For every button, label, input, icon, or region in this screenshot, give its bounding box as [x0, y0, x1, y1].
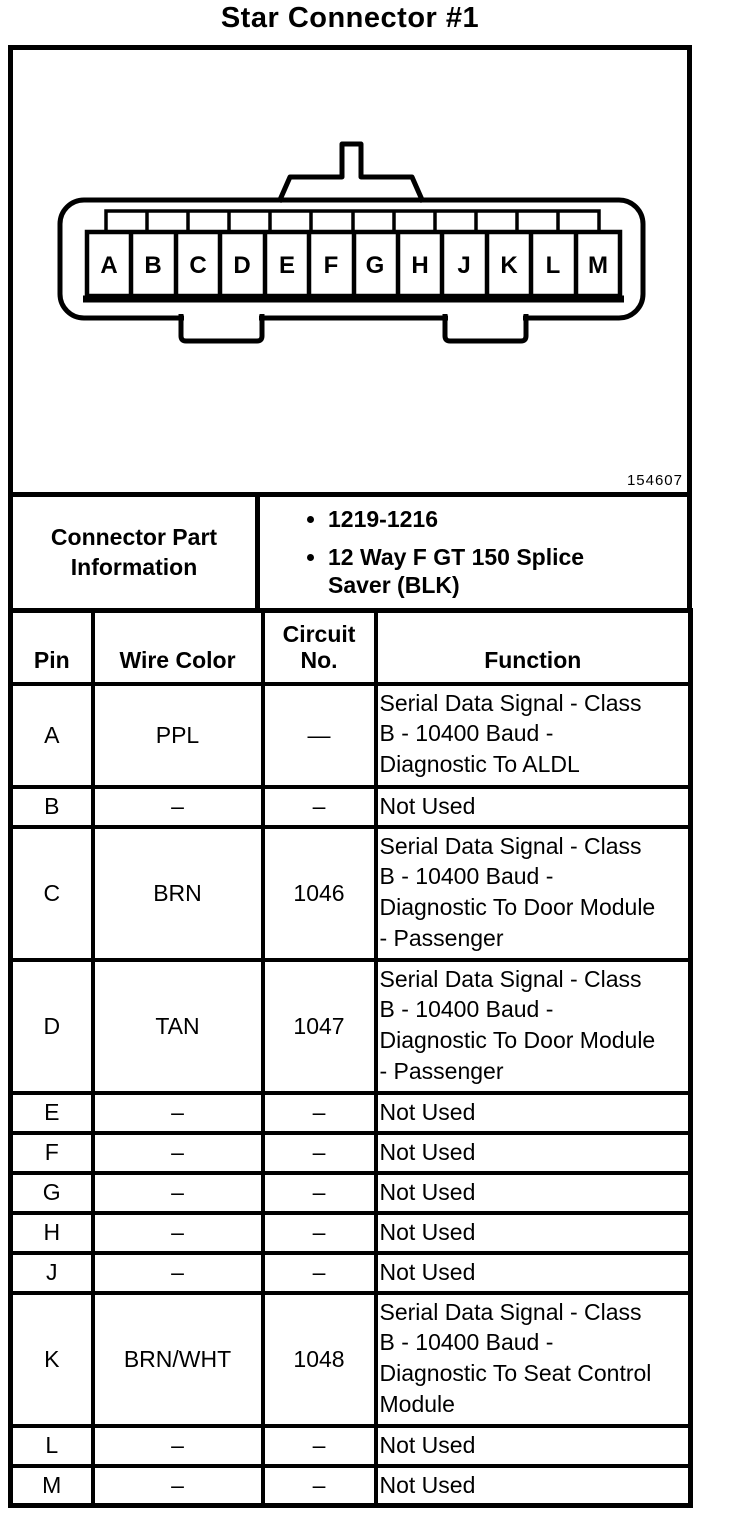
function-cell: Not Used [373, 1423, 693, 1468]
pin-cell: B [8, 784, 95, 829]
top-key [276, 141, 426, 204]
pin-label: H [411, 252, 428, 279]
function-cell: Not Used [373, 1463, 693, 1508]
page-title: Star Connector #1 [220, 2, 480, 34]
wire-color-cell: – [90, 1210, 265, 1255]
pin-label: G [366, 252, 385, 279]
wire-color-cell: – [90, 1130, 265, 1175]
circuit-no-cell: 1048 [260, 1290, 378, 1428]
function-cell: Not Used [373, 1130, 693, 1175]
header-circuit-no: Circuit No. [260, 608, 378, 686]
circuit-no-cell: – [260, 1130, 378, 1175]
pin-cell: K [8, 1290, 95, 1428]
circuit-no-cell: – [260, 1090, 378, 1135]
connector-figure: A B C D E F G H J K L M 154607 [8, 45, 692, 497]
table-row: G – – Not Used [8, 1170, 693, 1215]
connector-diagram: A B C D E F G H J K L M [57, 141, 646, 344]
pin-cell: H [8, 1210, 95, 1255]
pin-cell: D [8, 957, 95, 1095]
circuit-no-cell: – [260, 1250, 378, 1295]
wire-color-cell: TAN [90, 957, 265, 1095]
table-row: C BRN 1046 Serial Data Signal - Class B … [8, 824, 693, 962]
function-cell: Not Used [373, 1170, 693, 1215]
pin-cell: M [8, 1463, 95, 1508]
pin-label: L [546, 252, 561, 279]
circuit-no-cell: – [260, 784, 378, 829]
function-cell: Not Used [373, 784, 693, 829]
circuit-no-cell: – [260, 1463, 378, 1508]
pin-label: E [279, 252, 295, 279]
pin-label: F [324, 252, 339, 279]
pin-cell: C [8, 824, 95, 962]
function-cell: Serial Data Signal - Class B - 10400 Bau… [373, 681, 693, 789]
table-header-row: Pin Wire Color Circuit No. Function [8, 608, 693, 686]
bottom-notch-left [178, 312, 265, 344]
function-cell: Serial Data Signal - Class B - 10400 Bau… [373, 1290, 693, 1428]
part-info-label: Connector Part Information [13, 497, 260, 608]
wire-color-cell: – [90, 1250, 265, 1295]
pin-cells: A B C D E F G H J K L M [83, 229, 624, 303]
pin-label: C [189, 252, 206, 279]
wire-color-cell: – [90, 1463, 265, 1508]
wire-color-cell: – [90, 1423, 265, 1468]
part-info-details: 1219-1216 12 Way F GT 150 Splice Saver (… [260, 497, 687, 608]
wire-color-cell: – [90, 1170, 265, 1215]
table-row: J – – Not Used [8, 1250, 693, 1295]
table-row: B – – Not Used [8, 784, 693, 829]
wire-color-cell: BRN/WHT [90, 1290, 265, 1428]
pin-label: J [457, 252, 470, 279]
terminal-strip [104, 209, 601, 234]
pin-cell: J [8, 1250, 95, 1295]
circuit-no-cell: 1047 [260, 957, 378, 1095]
function-cell: Serial Data Signal - Class B - 10400 Bau… [373, 824, 693, 962]
pin-label: K [500, 252, 518, 279]
table-row: L – – Not Used [8, 1423, 693, 1468]
circuit-no-cell: – [260, 1423, 378, 1468]
pin-label: D [233, 252, 250, 279]
header-pin: Pin [8, 608, 95, 686]
header-wire-color: Wire Color [90, 608, 265, 686]
circuit-no-cell: – [260, 1170, 378, 1215]
table-row: M – – Not Used [8, 1463, 693, 1508]
wire-color-cell: BRN [90, 824, 265, 962]
function-cell: Not Used [373, 1250, 693, 1295]
pin-cell: E [8, 1090, 95, 1135]
bottom-notch-right [442, 312, 529, 344]
pin-label: B [144, 252, 161, 279]
pin-cell: A [8, 681, 95, 789]
part-info-bullets: 1219-1216 12 Way F GT 150 Splice Saver (… [260, 496, 687, 609]
bullet-item: 12 Way F GT 150 Splice Saver (BLK) [328, 543, 657, 601]
wire-color-cell: – [90, 784, 265, 829]
table-row: A PPL — Serial Data Signal - Class B - 1… [8, 681, 693, 789]
connector-part-info: Connector Part Information 1219-1216 12 … [8, 492, 692, 613]
table-row: K BRN/WHT 1048 Serial Data Signal - Clas… [8, 1290, 693, 1428]
pin-cell: L [8, 1423, 95, 1468]
circuit-no-cell: — [260, 681, 378, 789]
header-function: Function [373, 608, 693, 686]
table-row: H – – Not Used [8, 1210, 693, 1255]
circuit-no-cell: 1046 [260, 824, 378, 962]
function-cell: Serial Data Signal - Class B - 10400 Bau… [373, 957, 693, 1095]
circuit-no-cell: – [260, 1210, 378, 1255]
table-row: E – – Not Used [8, 1090, 693, 1135]
wire-color-cell: PPL [90, 681, 265, 789]
table-row: D TAN 1047 Serial Data Signal - Class B … [8, 957, 693, 1095]
function-cell: Not Used [373, 1210, 693, 1255]
function-cell: Not Used [373, 1090, 693, 1135]
bullet-item: 1219-1216 [328, 505, 657, 534]
wire-color-cell: – [90, 1090, 265, 1135]
figure-number: 154607 [626, 472, 683, 489]
pin-table: Pin Wire Color Circuit No. Function A PP… [8, 608, 693, 1508]
pin-label: M [588, 252, 608, 279]
pin-cell: G [8, 1170, 95, 1215]
table-row: F – – Not Used [8, 1130, 693, 1175]
pin-label: A [100, 252, 117, 279]
pin-cell: F [8, 1130, 95, 1175]
